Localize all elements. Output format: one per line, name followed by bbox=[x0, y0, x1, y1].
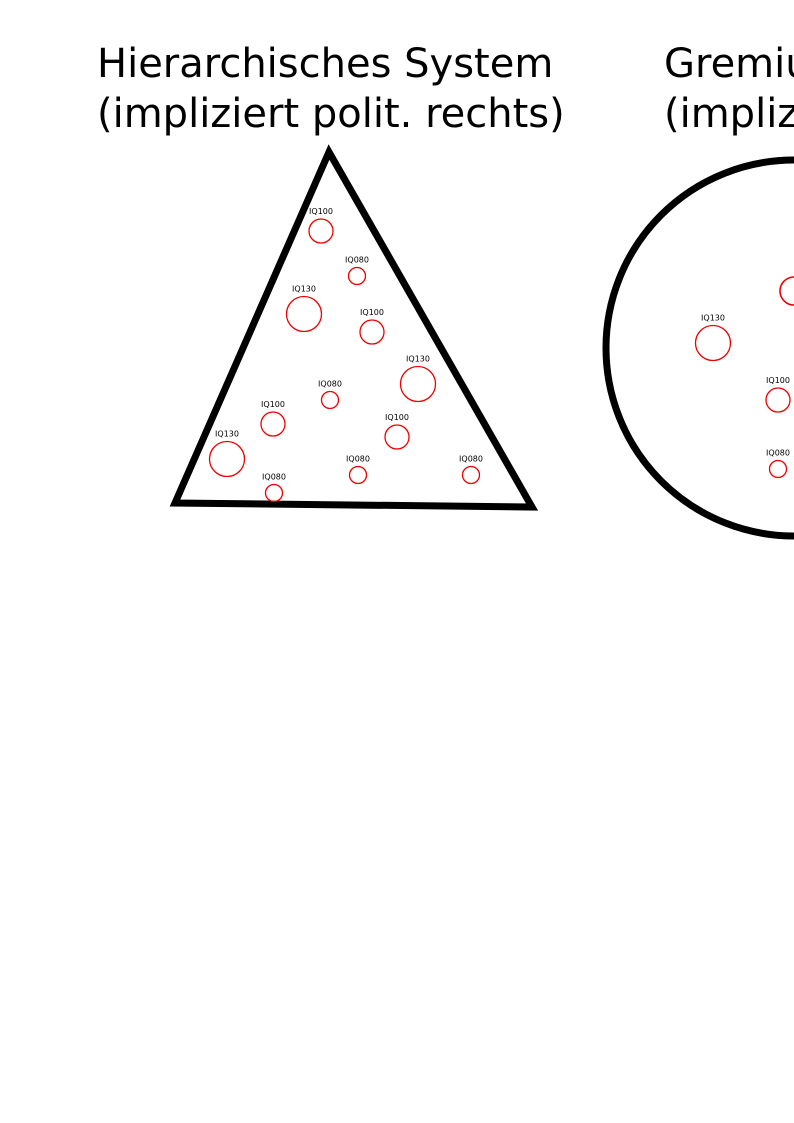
node-label: IQ080 bbox=[345, 256, 369, 265]
node-label: IQ100 bbox=[261, 400, 285, 409]
node-label: IQ130 bbox=[406, 355, 430, 364]
node-circle bbox=[347, 266, 367, 286]
node-circle bbox=[308, 218, 334, 244]
node-label: IQ080 bbox=[346, 455, 370, 464]
node-circle bbox=[384, 424, 410, 450]
node-circle bbox=[260, 411, 286, 437]
hierarchy-node: IQ080 bbox=[262, 473, 286, 503]
node-label: IQ100 bbox=[309, 207, 333, 216]
node-circle bbox=[359, 319, 385, 345]
committee-circle bbox=[602, 156, 794, 540]
committee-node: IQ130 bbox=[694, 314, 732, 362]
node-circle bbox=[348, 465, 368, 485]
hierarchy-diagram: Hierarchisches System (impliziert polit.… bbox=[97, 41, 565, 511]
hierarchy-node: IQ080 bbox=[318, 380, 342, 410]
node-circle bbox=[285, 295, 323, 333]
committee-title-line1: Gremiu bbox=[664, 41, 794, 87]
node-circle bbox=[694, 324, 732, 362]
committee-node: IQ100 bbox=[765, 376, 791, 413]
hierarchy-node: IQ130 bbox=[208, 430, 246, 478]
node-label: IQ130 bbox=[215, 430, 239, 439]
committee-partial-node bbox=[779, 276, 794, 306]
node-label: IQ130 bbox=[701, 314, 725, 323]
hierarchy-node: IQ100 bbox=[308, 207, 334, 244]
node-label: IQ100 bbox=[766, 376, 790, 385]
hierarchy-title-line2: (impliziert polit. rechts) bbox=[97, 91, 565, 137]
hierarchy-node: IQ100 bbox=[359, 308, 385, 345]
hierarchy-title-line1: Hierarchisches System bbox=[97, 41, 553, 87]
hierarchy-node: IQ080 bbox=[346, 455, 370, 485]
hierarchy-node: IQ130 bbox=[399, 355, 437, 403]
node-label: IQ100 bbox=[360, 308, 384, 317]
node-circle bbox=[208, 440, 246, 478]
node-label: IQ080 bbox=[766, 449, 790, 458]
hierarchy-triangle bbox=[169, 144, 539, 511]
committee-node: IQ080 bbox=[766, 449, 790, 479]
hierarchy-node: IQ100 bbox=[384, 413, 410, 450]
node-circle bbox=[765, 387, 791, 413]
hierarchy-node: IQ080 bbox=[345, 256, 369, 286]
node-circle bbox=[320, 390, 340, 410]
node-circle bbox=[768, 459, 788, 479]
hierarchy-node: IQ130 bbox=[285, 285, 323, 333]
hierarchy-node: IQ100 bbox=[260, 400, 286, 437]
node-label: IQ130 bbox=[292, 285, 316, 294]
node-circle bbox=[399, 365, 437, 403]
node-label: IQ080 bbox=[318, 380, 342, 389]
node-circle bbox=[264, 483, 284, 503]
hierarchy-node: IQ080 bbox=[459, 455, 483, 485]
node-label: IQ080 bbox=[262, 473, 286, 482]
node-label: IQ080 bbox=[459, 455, 483, 464]
committee-title-line2: (impliz bbox=[664, 91, 794, 137]
node-label: IQ100 bbox=[385, 413, 409, 422]
node-circle bbox=[461, 465, 481, 485]
hierarchy-nodes: IQ100IQ080IQ130IQ100IQ130IQ080IQ100IQ100… bbox=[208, 207, 483, 503]
